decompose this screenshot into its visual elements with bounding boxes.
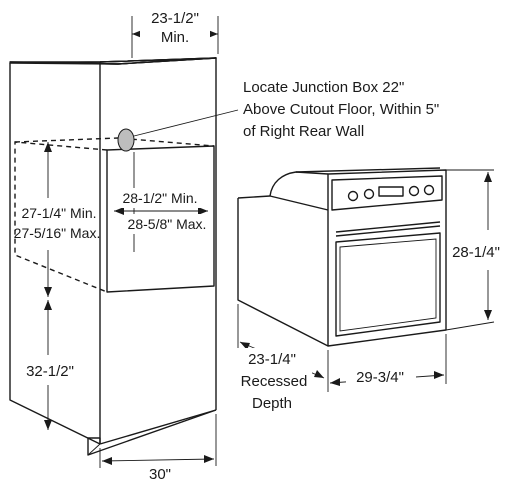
oven-height-label: 28-1/4" (452, 244, 500, 261)
recessed-depth-label: 23-1/4" (248, 351, 296, 368)
dim-cabinet-depth: 23-1/2" Min. (131, 8, 219, 58)
oven-knob-2-icon (363, 188, 375, 200)
oven-display-icon (378, 186, 404, 197)
cutout-height-max-label: 27-5/16" Max. (14, 225, 101, 241)
cutout-width-min-label: 28-1/2" Min. (122, 190, 197, 206)
cabinet-base (87, 409, 217, 456)
cabinet-depth-label: 23-1/2" (151, 10, 199, 27)
oven-knob-1-icon (347, 190, 359, 202)
cutout-hidden-edges (14, 141, 108, 293)
junction-box-note-line3: of Right Rear Wall (243, 123, 364, 140)
wall-oven (237, 167, 447, 347)
oven-rear-vent (269, 171, 329, 197)
junction-box-note-line1: Locate Junction Box 22" (243, 79, 404, 96)
cutout-hidden-top (14, 137, 215, 147)
cutout-front-opening (106, 145, 215, 293)
oven-window-inner (339, 238, 437, 332)
cutout-width-max-label: 28-5/8" Max. (128, 216, 207, 232)
cabinet-front-bottom (99, 409, 217, 445)
cabinet-width-label: 30" (149, 466, 171, 483)
cabinet (9, 57, 217, 456)
cabinet-top-outline (9, 57, 217, 65)
floor-height-label: 32-1/2" (26, 363, 74, 380)
oven-top-back-edge (295, 167, 441, 173)
oven-door-window (335, 232, 441, 337)
oven-knob-4-icon (423, 184, 435, 196)
oven-knob-3-icon (408, 185, 420, 197)
dim-recessed-depth: 23-1/4" Recessed Depth (236, 304, 325, 414)
recessed-depth-caption: Depth (252, 395, 292, 412)
oven-housing-side (237, 198, 329, 347)
dim-oven-height: 28-1/4" (445, 169, 500, 331)
junction-box-icon (117, 128, 135, 152)
oven-housing-top (237, 195, 329, 211)
cabinet-left-side (9, 63, 101, 445)
dim-cutout-width: 28-1/2" Min. 28-5/8" Max. (112, 188, 210, 234)
recessed-depth-word: Recessed (241, 373, 308, 390)
oven-control-panel (331, 175, 443, 211)
oven-door-handle (335, 221, 441, 233)
toe-kick-edge (87, 443, 101, 456)
junction-box-callout: Locate Junction Box 22" Above Cutout Flo… (243, 79, 439, 140)
dim-cabinet-width: 30" (99, 414, 217, 485)
cutout-height-min-label: 27-1/4" Min. (21, 205, 96, 221)
oven-width-label: 29-3/4" (356, 369, 404, 386)
junction-box-note-line2: Above Cutout Floor, Within 5" (243, 101, 439, 118)
dim-oven-width: 29-3/4" (327, 334, 447, 392)
cabinet-depth-qualifier: Min. (161, 29, 189, 46)
junction-box-leader-line (133, 109, 239, 137)
dim-cutout-height: 27-1/4" Min. 27-5/16" Max. (14, 142, 101, 297)
dim-floor-height: 32-1/2" (26, 300, 74, 430)
